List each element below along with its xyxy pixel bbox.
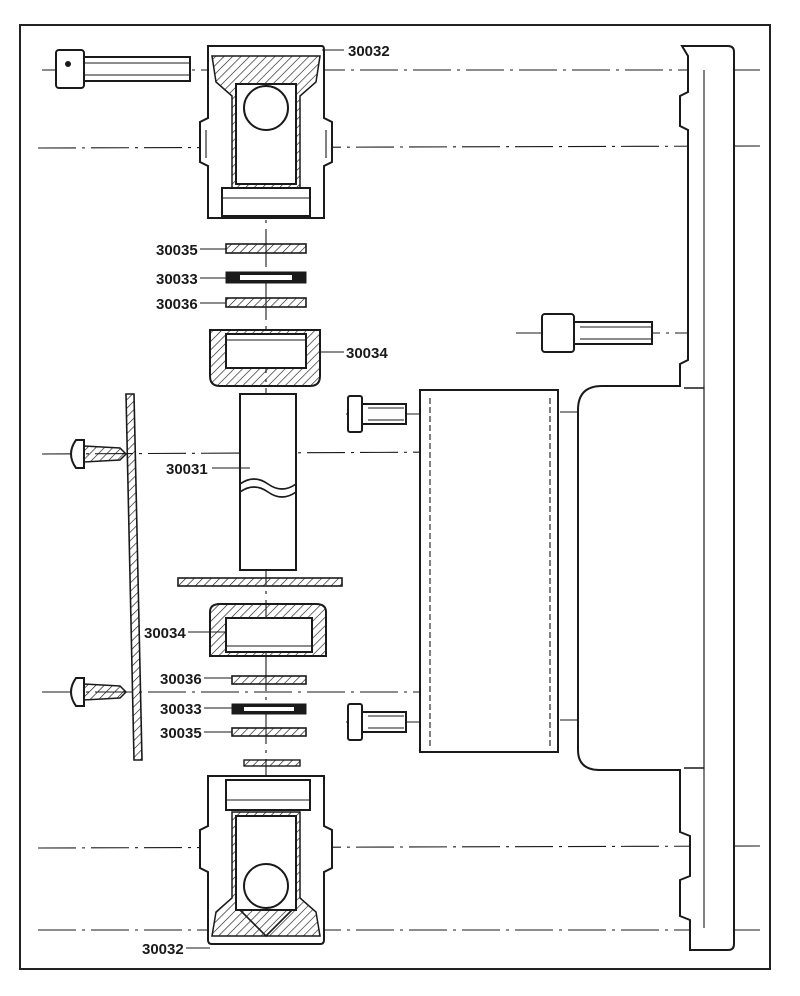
lower-spacer-ring [243, 759, 301, 767]
left-thin-plate [125, 393, 143, 761]
label-top-washer-30035: 30035 [156, 242, 198, 259]
label-top-washer-30036: 30036 [156, 296, 198, 313]
label-top-seal-30033: 30033 [156, 271, 198, 288]
lower-bearing-bush [209, 603, 327, 657]
lower-washer-30036 [231, 675, 307, 685]
upper-screw [70, 439, 128, 469]
shaft [239, 393, 297, 571]
cover-plate [419, 389, 559, 753]
lower-seal-30033 [231, 703, 307, 715]
right-frame-body [577, 45, 735, 951]
lower-washer-30035 [231, 727, 307, 737]
lower-screw [70, 677, 128, 707]
label-top-housing: 30032 [348, 43, 390, 60]
top-washer-30035 [225, 243, 307, 254]
top-bearing-bush [209, 329, 321, 387]
leader-lines [186, 49, 344, 949]
cover-bolt-lower [347, 703, 407, 741]
label-lower-seal-30033: 30033 [160, 701, 202, 718]
label-lower-washer-30036: 30036 [160, 671, 202, 688]
cover-bolt-upper [347, 395, 407, 433]
top-seal-30033 [225, 271, 307, 284]
label-bottom-housing: 30032 [142, 941, 184, 958]
top-housing [199, 45, 333, 219]
top-washer-30036 [225, 297, 307, 308]
label-top-bearing-bush: 30034 [346, 345, 388, 362]
label-shaft: 30031 [166, 461, 208, 478]
bottom-housing [199, 775, 333, 945]
frame-bolt-right [541, 313, 653, 353]
label-lower-bearing-bush: 30034 [144, 625, 186, 642]
flat-disc [177, 577, 343, 587]
top-left-bolt [55, 49, 191, 89]
label-lower-washer-30035: 30035 [160, 725, 202, 742]
